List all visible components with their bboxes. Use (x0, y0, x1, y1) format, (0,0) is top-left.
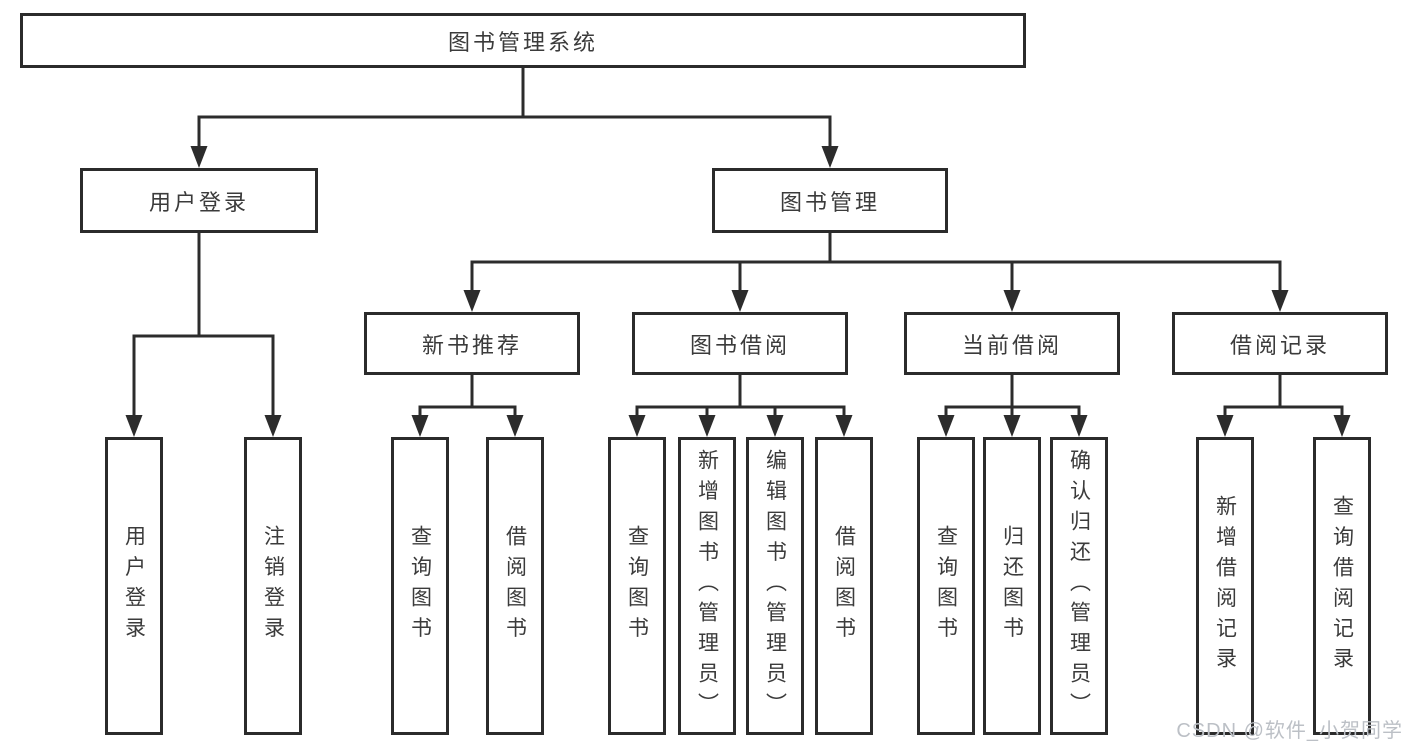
node-return-books: 归还图书 (983, 437, 1041, 735)
node-label: 查询借阅记录 (1330, 494, 1354, 678)
node-current-borrowing: 当前借阅 (904, 312, 1120, 375)
edge-book-management-children (463, 231, 1289, 312)
node-label: 归还图书 (1000, 525, 1024, 647)
node-query-books-current: 查询图书 (917, 437, 975, 735)
node-label: 注销登录 (261, 525, 285, 647)
node-label: 确认归还（管理员） (1067, 448, 1091, 724)
node-confirm-return-admin: 确认归还（管理员） (1050, 437, 1108, 735)
node-new-book-recommendation: 新书推荐 (364, 312, 580, 375)
node-edit-books-admin: 编辑图书（管理员） (746, 437, 804, 735)
node-book-management: 图书管理 (712, 168, 948, 233)
node-logout: 注销登录 (244, 437, 302, 735)
node-label: 图书管理 (779, 189, 880, 215)
node-label: 新增图书（管理员） (695, 448, 719, 724)
node-borrow-books-recommend: 借阅图书 (486, 437, 544, 735)
edge-book-borrowing-children (628, 373, 853, 437)
node-label: 图书管理系统 (447, 29, 598, 55)
node-library-management-system: 图书管理系统 (20, 13, 1026, 68)
node-user-login-leaf: 用户登录 (105, 437, 163, 735)
node-add-borrowing-record: 新增借阅记录 (1196, 437, 1254, 735)
node-query-books-recommend: 查询图书 (391, 437, 449, 735)
node-label: 用户登录 (148, 189, 249, 215)
edge-new-book-recommendation-children (411, 373, 524, 437)
edge-borrowing-records-children (1216, 373, 1351, 437)
node-label: 新书推荐 (421, 332, 522, 358)
edge-root-to-level2 (190, 68, 839, 168)
node-add-books-admin: 新增图书（管理员） (678, 437, 736, 735)
node-label: 查询图书 (934, 525, 958, 647)
node-label: 用户登录 (122, 525, 146, 647)
node-book-borrowing: 图书借阅 (632, 312, 848, 375)
node-label: 当前借阅 (961, 332, 1062, 358)
csdn-watermark: CSDN @软件_小贺同学 (1176, 720, 1403, 742)
edge-current-borrowing-children (937, 373, 1088, 437)
node-label: 新增借阅记录 (1213, 494, 1237, 678)
node-label: 图书借阅 (689, 332, 790, 358)
node-label: 编辑图书（管理员） (763, 448, 787, 724)
node-query-borrowing-record: 查询借阅记录 (1313, 437, 1371, 735)
edge-user-login-children (125, 231, 282, 437)
node-label: 借阅记录 (1229, 332, 1330, 358)
node-borrow-books-borrow: 借阅图书 (815, 437, 873, 735)
node-label: 借阅图书 (832, 525, 856, 647)
node-borrowing-records: 借阅记录 (1172, 312, 1388, 375)
node-label: 查询图书 (408, 525, 432, 647)
node-label: 查询图书 (625, 525, 649, 647)
node-user-login: 用户登录 (80, 168, 318, 233)
node-label: 借阅图书 (503, 525, 527, 647)
node-query-books-borrow: 查询图书 (608, 437, 666, 735)
